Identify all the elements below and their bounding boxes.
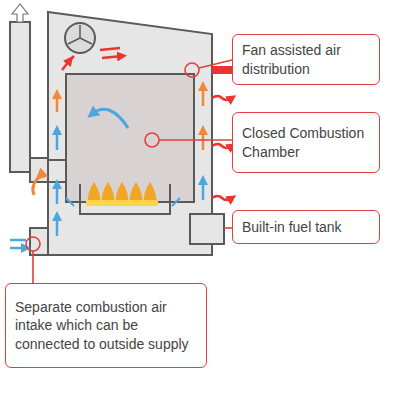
fan xyxy=(65,23,95,53)
exhaust-duct xyxy=(48,160,66,182)
flame-base xyxy=(86,200,158,206)
radiant-heat-arrow xyxy=(212,96,232,100)
leader-line xyxy=(224,227,232,229)
callout-text: Built-in fuel tank xyxy=(242,218,370,236)
intake-arrows xyxy=(10,240,26,248)
callout-marker xyxy=(145,133,159,147)
callout-box: Closed Combustion Chamber xyxy=(232,112,380,173)
air-arrow xyxy=(56,216,59,236)
heater-casing xyxy=(48,12,212,255)
combustion-chamber xyxy=(66,74,194,202)
fuel-tank xyxy=(190,214,224,244)
leader-line xyxy=(32,251,34,283)
flames xyxy=(86,182,158,206)
flue-pipe xyxy=(10,22,30,172)
hot-air-arrows xyxy=(100,48,122,58)
callout-text: Fan assisted air distribution xyxy=(242,41,370,77)
radiant-heat-arrow xyxy=(212,144,232,148)
callout-box: Built-in fuel tank xyxy=(232,210,380,244)
air-arrow xyxy=(56,184,59,204)
air-arrow xyxy=(56,130,59,150)
leader-line xyxy=(159,139,232,141)
callout-marker xyxy=(26,237,40,251)
warm-air-arrow xyxy=(56,94,59,112)
flue-gas-arrow xyxy=(92,109,128,128)
hot-air-arrows xyxy=(62,56,74,70)
radiant-heat-arrow xyxy=(212,196,232,200)
warm-air-arrow xyxy=(202,86,205,106)
leader-line xyxy=(199,60,232,68)
burner-air xyxy=(66,198,180,206)
fan-blades xyxy=(68,25,92,44)
exhaust-arrow xyxy=(33,176,40,195)
callout-text: Separate combustion air intake which can… xyxy=(15,298,197,353)
air-arrow xyxy=(202,180,205,200)
callout-marker xyxy=(185,63,199,77)
flue-arrow xyxy=(12,4,28,22)
callout-box: Fan assisted air distribution xyxy=(232,34,380,85)
callout-text: Closed Combustion Chamber xyxy=(242,124,370,160)
callout-box: Separate combustion air intake which can… xyxy=(5,283,207,368)
